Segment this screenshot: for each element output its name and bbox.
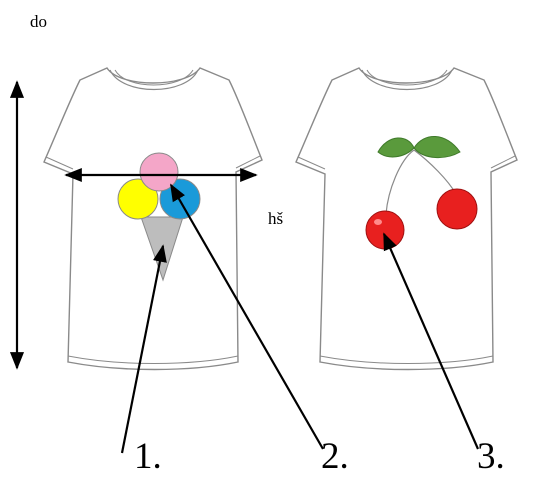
cherry-left [365,210,405,250]
length-label: do [30,12,47,31]
sleeve-hem-left [297,156,326,170]
callout-label-3: 3. [477,436,505,477]
callout-arrow-3 [382,232,480,450]
t-shirt-icon [295,67,518,371]
callout-arrow-2 [170,183,324,450]
cherry-leaf-right [413,136,461,158]
cherry-stem-left [385,149,415,215]
bottom-hem [319,355,494,364]
neckline-inner [366,69,448,86]
neckline [361,69,453,91]
chest-width-label: hš [268,209,284,228]
callout-label-2: 2. [321,436,349,477]
sleeve-hem-left [45,156,74,170]
cherry-right [436,188,478,230]
t-shirt-right [295,67,518,371]
neckline [109,69,199,91]
callout-arrow-1 [120,244,167,454]
cherry-highlight [374,219,382,225]
sleeve-hem-right [235,155,261,169]
callout-label-1: 1. [134,436,162,477]
bottom-hem [67,355,239,364]
sleeve-hem-right [490,155,516,169]
neckline-inner [114,69,194,86]
